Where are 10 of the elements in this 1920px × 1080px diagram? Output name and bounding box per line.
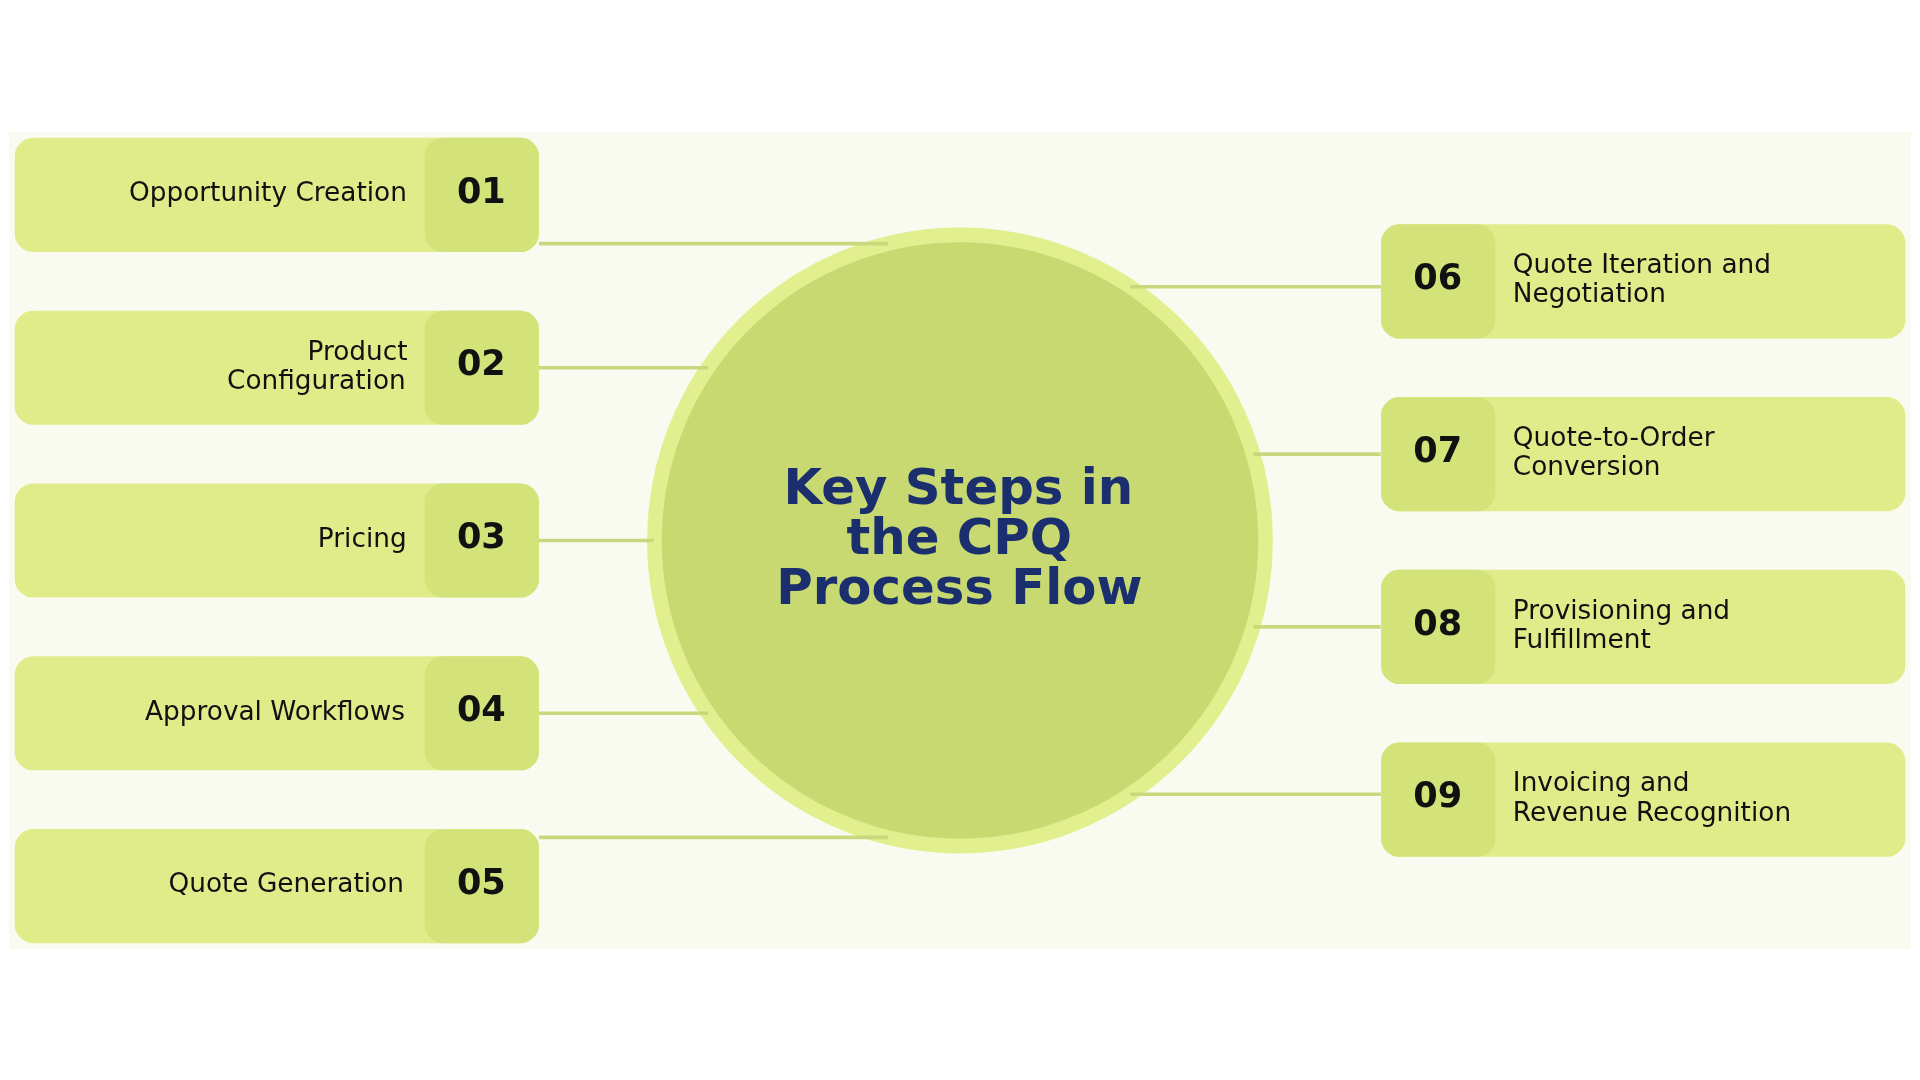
connector xyxy=(539,538,654,542)
connector xyxy=(1130,284,1381,289)
connector xyxy=(539,835,889,839)
connector xyxy=(1130,791,1381,796)
connector xyxy=(1253,451,1381,456)
connector xyxy=(539,710,709,715)
connector xyxy=(1253,624,1381,629)
connector xyxy=(539,365,709,370)
node-circle: Key Steps in the CPQ Process Flow xyxy=(647,227,1273,853)
connector xyxy=(539,241,889,245)
